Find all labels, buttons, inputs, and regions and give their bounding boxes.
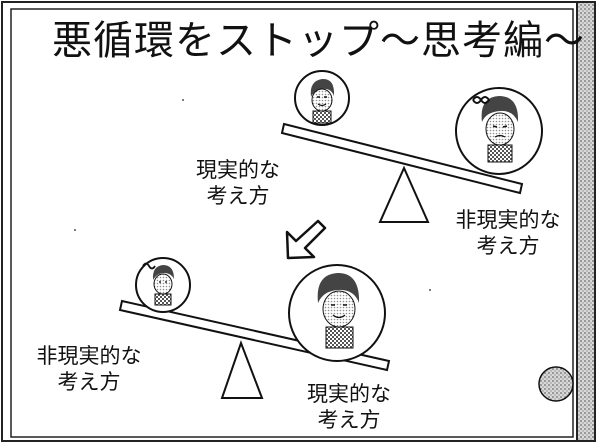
top-heavy-side-label: 非現実的な 考え方: [455, 208, 561, 258]
top-large-figure: [455, 87, 543, 175]
decorative-sphere-icon: [538, 366, 574, 402]
top-light-side-label: 現実的な 考え方: [196, 158, 280, 208]
bottom-small-figure: [135, 257, 191, 313]
top-plank: [280, 122, 524, 195]
frame-inner: [10, 8, 574, 438]
top-small-figure: [294, 70, 350, 126]
bottom-heavy-side-label: 現実的な 考え方: [307, 382, 391, 432]
scribble-icon-small: [142, 262, 156, 270]
scribble-icon: [472, 96, 491, 104]
transition-arrow-icon: [285, 219, 327, 260]
bottom-large-figure: [288, 264, 386, 362]
slide-title: 悪循環をストップ〜思考編〜: [52, 18, 585, 64]
bottom-fulcrum: [220, 340, 264, 399]
frame-right-texture: [578, 3, 594, 440]
top-fulcrum: [378, 165, 430, 223]
bottom-light-side-label: 非現実的な 考え方: [36, 344, 142, 394]
